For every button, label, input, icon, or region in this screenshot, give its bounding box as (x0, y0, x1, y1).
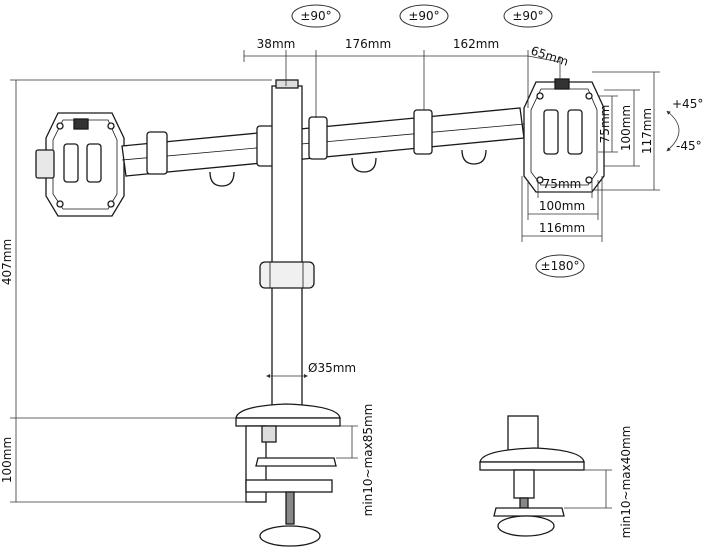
grommet-range-label: min10~max40mm (619, 426, 633, 539)
mount-arm (121, 107, 525, 187)
grommet-base (479, 415, 585, 537)
arm-offset-label: 38mm (257, 37, 296, 51)
rotation-label-right-arm: ±90° (512, 9, 543, 23)
rotation-badges (291, 4, 585, 278)
pole-height-label: 407mm (0, 239, 14, 285)
head-offset-label: 65mm (529, 44, 570, 69)
arm-segment-2-label: 162mm (453, 37, 499, 51)
tilt-down-label: -45° (676, 139, 702, 153)
vesa-h-large-label: 100mm (539, 199, 585, 213)
rotation-label-middle-arm: ±90° (408, 9, 439, 23)
arm-segment-1-label: 176mm (345, 37, 391, 51)
right-vesa-plate (523, 78, 605, 193)
rotation-label-panel: ±180° (541, 259, 580, 273)
plate-width-label: 116mm (539, 221, 585, 235)
left-vesa-plate (35, 112, 125, 217)
rotation-label-left-arm: ±90° (300, 9, 331, 23)
dimension-lines (10, 50, 680, 509)
plate-height-label: 117mm (640, 108, 654, 154)
pole-diameter-label: Ø35mm (308, 361, 356, 375)
vesa-v-small-label: 75mm (598, 105, 612, 144)
vesa-v-large-label: 100mm (619, 105, 633, 151)
desk-clamp (235, 403, 341, 547)
clamp-height-label: 100mm (0, 437, 14, 483)
vesa-h-small-label: 75mm (543, 177, 582, 191)
clamp-range-label: min10~max85mm (361, 404, 375, 517)
tilt-up-label: +45° (672, 97, 703, 111)
